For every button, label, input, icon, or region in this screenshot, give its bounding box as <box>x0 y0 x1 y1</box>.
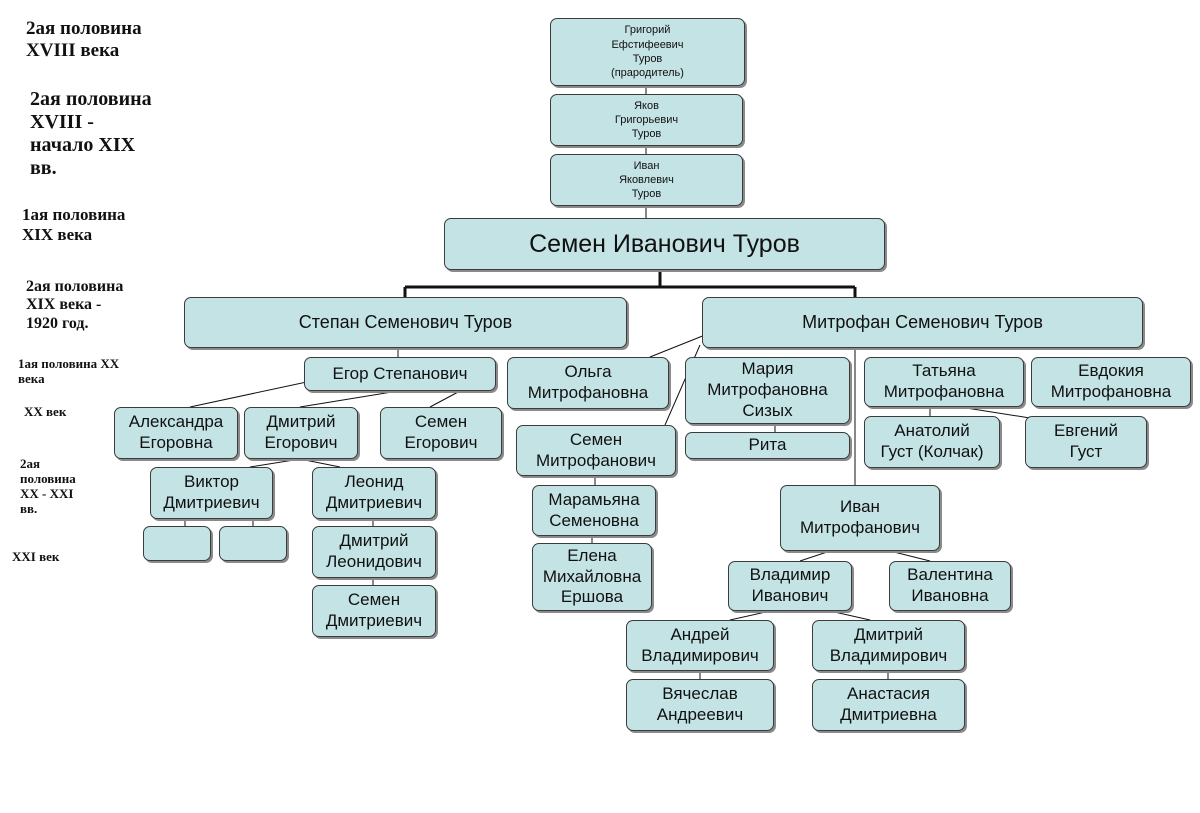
person-name: Валентина Ивановна <box>907 565 993 605</box>
person-node-anatoliy: Анатолий Густ (Колчак) <box>864 416 1000 468</box>
person-name: Анастасия Дмитриевна <box>840 684 937 724</box>
person-name: Евдокия Митрофановна <box>1050 361 1172 401</box>
person-node-mitrofan: Митрофан Семенович Туров <box>702 297 1143 348</box>
person-name: Семен Митрофанович <box>535 429 657 470</box>
person-name: Вячеслав Андреевич <box>656 684 744 724</box>
person-node-maramyana: Марамьяна Семеновна <box>532 485 656 536</box>
person-node-ivan-yakovlevich: Иван Яковлевич Туров <box>550 154 743 206</box>
person-name: Семен Егорович <box>404 412 478 452</box>
empty-node <box>219 526 287 561</box>
person-name: Виктор Дмитриевич <box>163 472 260 512</box>
person-node-tatyana: Татьяна Митрофановна <box>864 357 1024 407</box>
person-node-viktor: Виктор Дмитриевич <box>150 467 273 519</box>
person-node-andrey: Андрей Владимирович <box>626 620 774 671</box>
person-name: Марамьяна Семеновна <box>548 489 640 530</box>
person-name: Иван Митрофанович <box>799 497 921 537</box>
person-node-evgeniy: Евгений Густ <box>1025 416 1147 468</box>
person-node-semen-ivanovich: Семен Иванович Туров <box>444 218 885 270</box>
era-label: XX век <box>24 404 67 419</box>
person-node-valentina: Валентина Ивановна <box>889 561 1011 611</box>
person-name: Мария Митрофановна Сизых <box>707 359 828 420</box>
person-name: Анатолий Густ (Колчак) <box>880 421 984 461</box>
person-node-vladimir: Владимир Иванович <box>728 561 852 611</box>
era-label: 2ая половина XX - XXI вв. <box>20 456 76 516</box>
person-name: Дмитрий Леонидович <box>326 531 422 571</box>
era-label: 1ая половина XIX века <box>22 205 126 244</box>
person-node-dmitriy-vladimirovich: Дмитрий Владимирович <box>812 620 965 671</box>
person-name: Владимир Иванович <box>749 565 831 605</box>
era-label: 2ая половина XVIII - начало XIX вв. <box>30 88 152 179</box>
person-name: Степан Семенович Туров <box>298 311 513 332</box>
person-name: Иван Яковлевич Туров <box>619 159 674 201</box>
person-node-dmitriy-egorovich: Дмитрий Егорович <box>244 407 358 459</box>
person-node-semen-egorovich: Семен Егорович <box>380 407 502 459</box>
person-name: Рита <box>748 435 787 455</box>
person-node-vyacheslav: Вячеслав Андреевич <box>626 679 774 731</box>
person-node-yakov: Яков Григорьевич Туров <box>550 94 743 146</box>
era-label: 2ая половина XIX века - 1920 год. <box>26 278 124 332</box>
person-name: Дмитрий Владимирович <box>829 624 948 665</box>
era-label: 1ая половина XX века <box>18 356 120 386</box>
person-name: Егор Степанович <box>332 363 468 383</box>
era-label: 2ая половина XVIII века <box>26 18 142 61</box>
person-name: Митрофан Семенович Туров <box>802 311 1043 332</box>
empty-node <box>143 526 211 561</box>
person-node-aleksandra: Александра Егоровна <box>114 407 238 459</box>
person-name: Евгений Густ <box>1053 421 1119 461</box>
person-name: Татьяна Митрофановна <box>883 361 1005 401</box>
person-node-semen-mitrofanovich: Семен Митрофанович <box>516 425 676 476</box>
person-node-rita: Рита <box>685 432 850 459</box>
person-name: Яков Григорьевич Туров <box>614 99 679 141</box>
person-name: Андрей Владимирович <box>641 624 759 665</box>
person-name: Ольга Митрофановна <box>527 362 649 402</box>
person-node-mariya: Мария Митрофановна Сизых <box>685 357 850 424</box>
person-name: Семен Дмитриевич <box>325 590 423 630</box>
person-node-stepan: Степан Семенович Туров <box>184 297 627 348</box>
person-name: Григорий Ефстифеевич Туров (прародитель) <box>611 24 684 80</box>
person-node-ivan-mitrofanovich: Иван Митрофанович <box>780 485 940 551</box>
person-node-semen-dmitrievich: Семен Дмитриевич <box>312 585 436 637</box>
person-node-elena: Елена Михайловна Ершова <box>532 543 652 611</box>
person-name: Александра Егоровна <box>128 412 224 452</box>
person-node-leonid: Леонид Дмитриевич <box>312 467 436 519</box>
era-label: XXI век <box>12 549 60 564</box>
person-node-grigoriy: Григорий Ефстифеевич Туров (прародитель) <box>550 18 745 86</box>
person-name: Елена Михайловна Ершова <box>542 545 642 607</box>
person-node-egor: Егор Степанович <box>304 357 496 391</box>
person-node-dmitriy-leonidovich: Дмитрий Леонидович <box>312 526 436 578</box>
person-name: Леонид Дмитриевич <box>325 472 423 512</box>
person-node-anastasiya: Анастасия Дмитриевна <box>812 679 965 731</box>
person-name: Дмитрий Егорович <box>264 412 338 452</box>
person-node-olga: Ольга Митрофановна <box>507 357 669 409</box>
person-node-evdokiya: Евдокия Митрофановна <box>1031 357 1191 407</box>
person-name: Семен Иванович Туров <box>529 229 800 258</box>
